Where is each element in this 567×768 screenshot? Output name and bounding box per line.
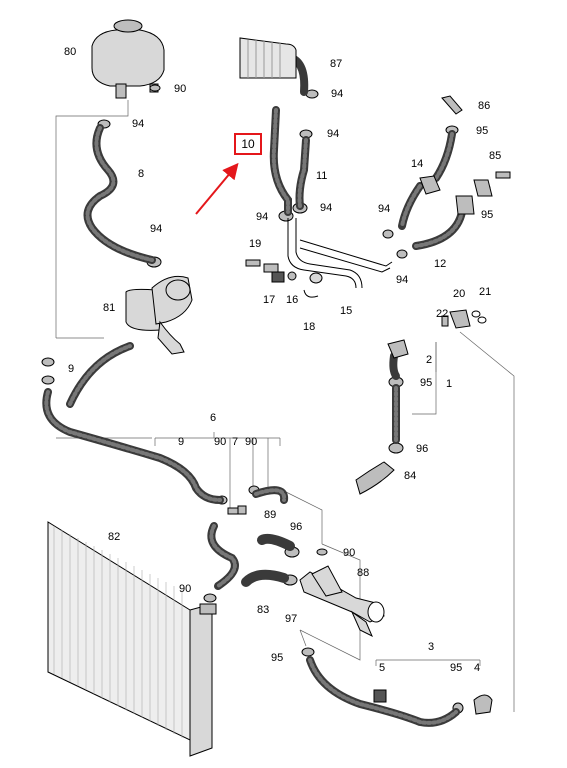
y-pipe [299,565,385,638]
label-94-a: 94 [132,118,145,130]
label-95-b: 95 [481,209,494,221]
label-11: 11 [316,170,328,182]
label-94-b: 94 [150,223,163,235]
expansion-tank [91,19,165,99]
label-9-a: 9 [68,363,75,375]
label-7: 7 [232,436,239,448]
label-95-d: 95 [271,652,284,664]
thermostat-housing [125,275,193,355]
label-87: 87 [330,58,343,70]
label-19: 19 [249,238,262,250]
label-90-a: 90 [174,83,187,95]
label-94-c: 94 [331,88,344,100]
label-18: 18 [303,321,316,333]
label-97: 97 [285,613,298,625]
label-95-e: 95 [450,662,463,674]
label-80: 80 [64,46,77,58]
label-14: 14 [411,158,424,170]
label-90-d: 90 [343,547,356,559]
label-20: 20 [453,288,466,300]
label-96-b: 96 [290,521,303,533]
label-21: 21 [479,286,492,298]
label-88: 88 [357,567,370,579]
label-85: 85 [489,150,502,162]
highlight-arrow [195,162,239,215]
label-2: 2 [426,354,433,366]
label-94-e: 94 [256,211,269,223]
radiator [47,521,217,757]
label-16: 16 [286,294,299,306]
label-15: 15 [340,305,353,317]
label-94-d: 94 [327,128,340,140]
label-17: 17 [263,294,276,306]
label-96-a: 96 [416,443,429,455]
label-12: 12 [434,258,447,270]
label-94-h: 94 [396,274,409,286]
label-3: 3 [428,641,435,653]
label-8: 8 [138,168,145,180]
label-81: 81 [103,302,116,314]
right-middle-parts [355,309,487,495]
label-95-a: 95 [476,125,489,137]
label-90-b: 90 [214,436,227,448]
label-9-b: 9 [178,436,185,448]
label-94-g: 94 [378,203,391,215]
label-4: 4 [474,662,481,674]
label-82: 82 [108,531,121,543]
radiator-top [239,37,297,79]
label-90-c: 90 [245,436,258,448]
label-5: 5 [379,662,386,674]
lower-right-parts [227,505,493,715]
label-1: 1 [446,378,453,390]
coolant-hoses [42,54,466,727]
highlighted-part-10[interactable]: 10 [234,133,262,155]
label-6: 6 [210,412,217,424]
right-top-parts [419,95,511,215]
label-95-c: 95 [420,377,433,389]
pipe-assembly [287,218,393,289]
label-83: 83 [257,604,270,616]
label-89: 89 [264,509,277,521]
label-86: 86 [478,100,491,112]
label-94-f: 94 [320,202,333,214]
label-90-e: 90 [179,583,192,595]
label-22: 22 [436,308,449,320]
sensor-parts [245,259,319,298]
leader-lines [55,100,515,712]
label-84: 84 [404,470,417,482]
